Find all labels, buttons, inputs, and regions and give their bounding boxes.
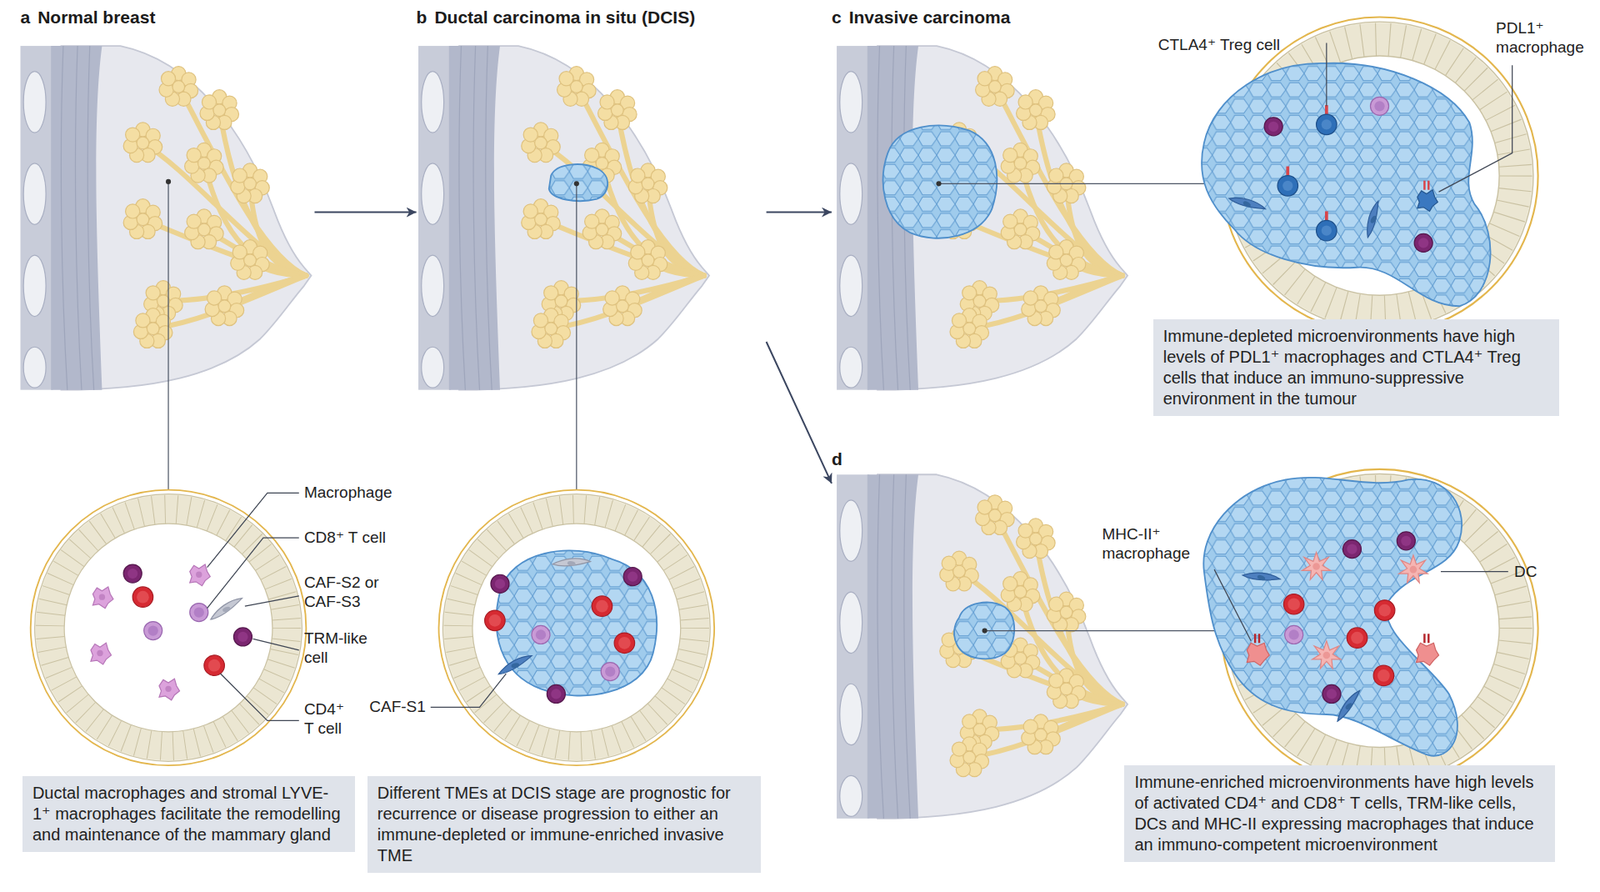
callout-label: CD8⁺ T cell xyxy=(304,527,386,547)
progression-arrow xyxy=(766,341,832,484)
panel-heading: a Normal breast xyxy=(20,4,315,28)
progression-arrow xyxy=(315,211,417,214)
panel-heading: c Invasive carcinoma xyxy=(831,4,1136,28)
tumour-mass xyxy=(1201,63,1491,307)
breast-dcis xyxy=(418,45,710,390)
progression-arrow xyxy=(766,211,832,214)
panel-frame: a Normal breast xyxy=(20,4,315,391)
callout-label: CTLA4⁺ Treg cell xyxy=(1158,35,1280,55)
callout-label: Macrophage xyxy=(304,482,393,502)
breast-invasive xyxy=(836,474,1128,819)
dcis-cells xyxy=(485,554,643,704)
callout-label: CD4⁺ T cell xyxy=(304,699,351,738)
panel-frame: c Invasive carcinoma xyxy=(831,4,1136,391)
callout-label: CAF-S2 or CAF-S3 xyxy=(304,572,386,611)
caption-text: Immune-depleted microenvironments have h… xyxy=(1163,325,1550,410)
panel-heading: d xyxy=(831,445,1109,470)
callout-label: TRM-like cell xyxy=(304,628,386,667)
panel-letter: b xyxy=(416,7,428,27)
caption-box: Different TMEs at DCIS stage are prognos… xyxy=(367,775,762,873)
callout-label: PDL1⁺ macrophage xyxy=(1495,18,1588,57)
tumour xyxy=(549,164,608,201)
caption-text: Different TMEs at DCIS stage are prognos… xyxy=(377,782,752,866)
panel-letter: d xyxy=(831,449,843,469)
callout-label: CAF-S1 xyxy=(369,696,426,716)
tumour xyxy=(883,125,998,239)
tumour-mass xyxy=(1203,477,1462,756)
breast-normal xyxy=(20,45,311,390)
tumour-mass xyxy=(496,550,658,695)
panel-letter: c xyxy=(831,7,842,27)
panel-title: Normal breast xyxy=(37,7,155,27)
caption-box: Ductal macrophages and stromal LYVE-1⁺ m… xyxy=(22,775,355,852)
normal-duct-cells xyxy=(90,564,252,700)
panel-letter: a xyxy=(20,7,31,27)
callout-label: DC xyxy=(1514,561,1537,581)
duct-cross-section xyxy=(30,490,307,766)
panel-title: Ductal carcinoma in situ (DCIS) xyxy=(434,7,695,27)
caption-box: Immune-enriched microenvironments have h… xyxy=(1124,765,1555,862)
immune-enriched-cells xyxy=(1242,531,1440,722)
immune-depleted-cells xyxy=(1229,96,1439,252)
panel-frame: b Ductal carcinoma in situ (DCIS) xyxy=(416,4,767,391)
panel-title: Invasive carcinoma xyxy=(849,7,1011,27)
duct-cross-section xyxy=(439,490,715,766)
breast-invasive xyxy=(836,45,1128,390)
panel-heading: b Ductal carcinoma in situ (DCIS) xyxy=(416,4,767,28)
callout-label: MHC-II⁺ macrophage xyxy=(1101,524,1204,563)
caption-text: Ductal macrophages and stromal LYVE-1⁺ m… xyxy=(32,782,345,845)
panel-frame: d xyxy=(831,445,1109,820)
caption-box: Immune-depleted microenvironments have h… xyxy=(1153,319,1560,416)
caption-text: Immune-enriched microenvironments have h… xyxy=(1134,771,1545,855)
